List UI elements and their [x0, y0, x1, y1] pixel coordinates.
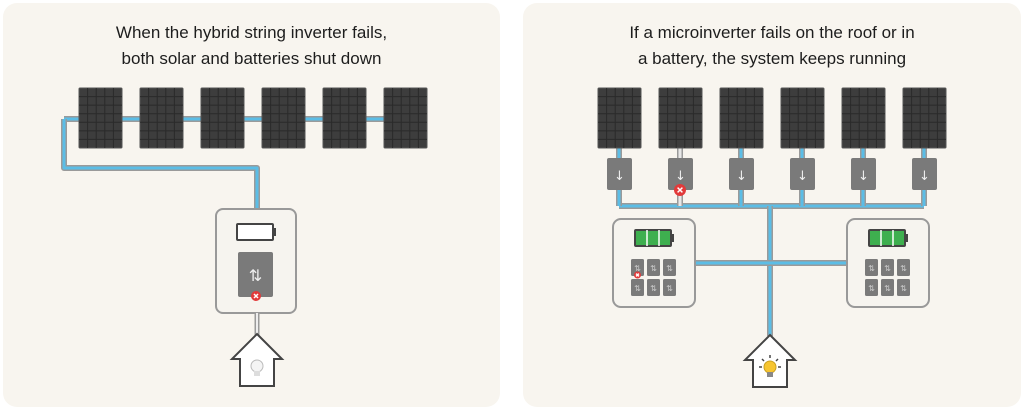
microinverter-6: [912, 158, 937, 190]
cell-icon: ⇅: [884, 264, 891, 273]
right-battery-1-cell: [647, 259, 660, 276]
right-battery-2-cell: [865, 279, 878, 296]
microinverter-1: [607, 158, 632, 190]
solar-panel-body: [902, 87, 947, 149]
left-solar-panel-6: [383, 87, 428, 149]
microinverter-2: [668, 158, 693, 190]
cell-icon: ⇅: [666, 264, 673, 273]
solar-panel-body: [383, 87, 428, 149]
inverter-arrows-icon: ⇅: [249, 266, 262, 285]
right-battery-2-cell: [865, 259, 878, 276]
solar-panel-body: [261, 87, 306, 149]
solar-panel-body: [322, 87, 367, 149]
right-battery-2-cell: [897, 259, 910, 276]
right-battery-1-cell: [631, 259, 644, 276]
down-arrow-icon: ↓: [919, 169, 930, 184]
right-battery-1-cell: [663, 279, 676, 296]
right-battery-1-charge-icon: [634, 229, 674, 247]
solar-panel-body: [200, 87, 245, 149]
right-battery-1-cell: [631, 279, 644, 296]
left-solar-panel-2: [139, 87, 184, 149]
right-solar-panel-4: [780, 87, 825, 149]
down-arrow-icon: ↓: [797, 169, 808, 184]
right-solar-panel-3: [719, 87, 764, 149]
microinverter-4: [790, 158, 815, 190]
solar-panel-body: [658, 87, 703, 149]
right-battery-2-cell: [881, 279, 894, 296]
cell-icon: ⇅: [868, 264, 875, 273]
solar-panel-body: [597, 87, 642, 149]
right-battery-1-cell: [663, 259, 676, 276]
cell-icon: ⇅: [900, 284, 907, 293]
light-bulb-base: [767, 372, 773, 377]
cell-icon: ⇅: [884, 284, 891, 293]
solar-panel-body: [78, 87, 123, 149]
left-house: [229, 332, 285, 387]
right-solar-panel-1: [597, 87, 642, 149]
left-inverter-battery-icon: [236, 223, 276, 241]
left-title-line1: When the hybrid string inverter fails,: [115, 23, 388, 42]
right-title: If a microinverter fails on the roof or …: [523, 20, 1021, 72]
left-title: When the hybrid string inverter fails, b…: [3, 20, 500, 72]
battery-tip: [905, 234, 908, 242]
solar-panel-body: [780, 87, 825, 149]
light-bulb-icon: [763, 360, 777, 374]
microinverter-error-icon-x: [677, 187, 683, 193]
left-solar-panel-4: [261, 87, 306, 149]
cell-icon: ⇅: [666, 284, 673, 293]
left-solar-panel-3: [200, 87, 245, 149]
cell-icon: ⇅: [634, 284, 641, 293]
cell-icon: ⇅: [650, 264, 657, 273]
inverter-unit: [238, 252, 273, 297]
solar-panel-body: [841, 87, 886, 149]
right-solar-panel-6: [902, 87, 947, 149]
right-battery-2-cell: [897, 279, 910, 296]
left-inverter-error-icon-x: [253, 293, 259, 299]
right-battery-2-cell: [881, 259, 894, 276]
right-battery-1-cell-error-icon-x: [635, 273, 640, 277]
battery-tip: [273, 228, 276, 236]
battery-body: [236, 223, 274, 241]
battery-body: [634, 229, 672, 247]
battery-tip: [671, 234, 674, 242]
cell-icon: ⇅: [900, 264, 907, 273]
solar-panel-body: [139, 87, 184, 149]
right-battery-2-charge-icon: [868, 229, 908, 247]
down-arrow-icon: ↓: [614, 169, 625, 184]
light-bulb-base: [254, 371, 260, 376]
solar-panel-body: [719, 87, 764, 149]
battery-body: [868, 229, 906, 247]
right-battery-1-cell: [647, 279, 660, 296]
right-house: [742, 333, 798, 388]
light-ray: [761, 358, 765, 362]
microinverter-3: [729, 158, 754, 190]
left-down-wire: [62, 119, 259, 210]
right-title-line1: If a microinverter fails on the roof or …: [629, 23, 915, 42]
light-ray: [775, 358, 779, 362]
right-solar-panel-5: [841, 87, 886, 149]
down-arrow-icon: ↓: [858, 169, 869, 184]
cell-icon: ⇅: [634, 264, 641, 273]
right-title-line2: a battery, the system keeps running: [637, 49, 907, 68]
left-title-line2: both solar and batteries shut down: [121, 49, 382, 68]
down-arrow-icon: ↓: [736, 169, 747, 184]
down-arrow-icon: ↓: [675, 169, 686, 184]
right-solar-panel-2: [658, 87, 703, 149]
cell-icon: ⇅: [868, 284, 875, 293]
microinverter-5: [851, 158, 876, 190]
cell-icon: ⇅: [650, 284, 657, 293]
light-bulb-icon: [250, 359, 264, 373]
left-solar-panel-1: [78, 87, 123, 149]
left-solar-panel-5: [322, 87, 367, 149]
